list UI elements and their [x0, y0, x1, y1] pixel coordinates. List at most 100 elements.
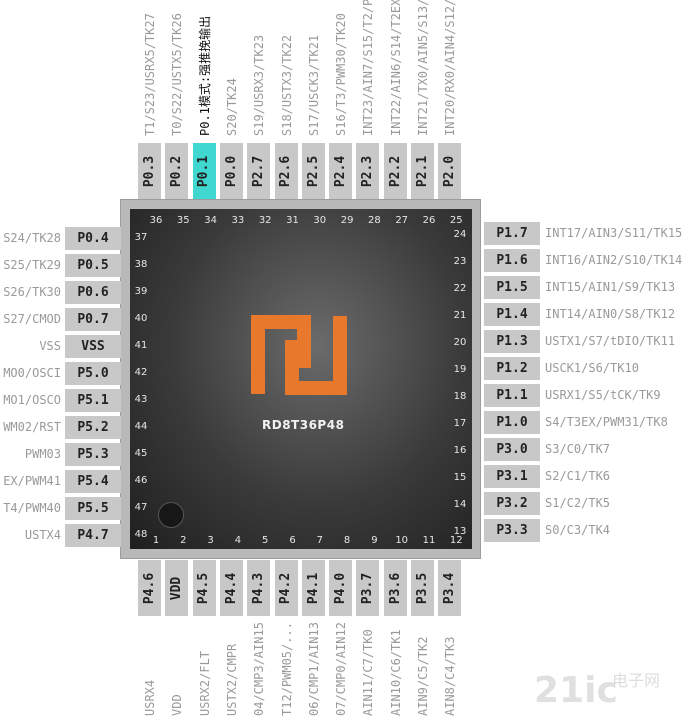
- pin-num-left-2: 39: [134, 286, 148, 297]
- pin-num-top-2: 34: [204, 215, 217, 226]
- pin-num-top-1: 35: [176, 215, 190, 226]
- pin-func-top-0: T1/S23/USRX5/TK27: [143, 13, 157, 136]
- pad-right-0: P1.7: [484, 222, 540, 245]
- chip-name: RD8T36P48: [262, 418, 345, 432]
- pin-func-bottom-11: AIN8/C4/TK3: [443, 636, 458, 716]
- pin-num-left-10: 47: [134, 502, 148, 513]
- pin-func-top-2: P0.1模式:强推挽输出: [197, 15, 212, 136]
- pad-bottom-5: P4.2: [274, 560, 298, 616]
- pad-bottom-label-1: VDD: [169, 576, 185, 600]
- pad-left-10: P5.5: [65, 497, 121, 520]
- pad-right-11: P3.3: [484, 519, 540, 542]
- pad-bottom-3: P4.4: [219, 560, 243, 616]
- pad-top-11: P2.0: [438, 143, 462, 199]
- pad-top-7: P2.4: [329, 143, 353, 199]
- pin-func-right-7: S4/T3EX/PWM31/TK8: [545, 415, 668, 429]
- pin-func-right-2: INT15/AIN1/S9/TK13: [545, 280, 676, 294]
- pad-bottom-4: P4.3: [247, 560, 271, 616]
- pin-num-top-4: 32: [258, 215, 272, 226]
- pin-func-right-10: S1/C2/TK5: [545, 496, 611, 510]
- pin-func-right-9: S2/C1/TK6: [545, 469, 611, 483]
- pin-num-bottom-5: 6: [289, 535, 296, 546]
- pin-num-right-6: 18: [453, 391, 467, 402]
- pad-top-label-2: P0.1: [196, 155, 212, 187]
- pin-num-left-5: 42: [134, 367, 148, 378]
- pin-func-left-8: PWM03: [24, 447, 61, 461]
- pin-func-top-6: S17/USCK3/TK21: [306, 34, 321, 136]
- pad-bottom-1: VDD: [165, 560, 189, 616]
- pin-num-left-1: 38: [134, 259, 148, 270]
- pin-num-top-7: 29: [340, 215, 354, 226]
- pin-num-right-5: 19: [453, 364, 467, 375]
- pin-num-right-11: 13: [453, 526, 467, 537]
- pin-num-left-0: 37: [134, 232, 148, 243]
- pin-func-top-11: INT20/RX0/AIN4/S12/T: [443, 0, 458, 136]
- pin-num-bottom-2: 3: [207, 535, 214, 546]
- pin-func-top-9: INT22/AIN6/S14/T2EX: [388, 0, 403, 136]
- pad-right-5: P1.2: [484, 357, 540, 380]
- pin-num-left-4: 41: [134, 340, 148, 351]
- pin-num-bottom-11: 12: [449, 535, 463, 546]
- pad-bottom-label-5: P4.2: [278, 572, 294, 604]
- pad-bottom-label-2: P4.5: [196, 572, 212, 604]
- pad-top-2: P0.1: [192, 143, 216, 199]
- pad-left-6: P5.1: [65, 389, 121, 412]
- pin-num-right-8: 16: [453, 445, 467, 456]
- chip-logo-icon: [251, 315, 347, 395]
- pin-func-bottom-7: 07/CMP0/AIN12: [334, 622, 349, 716]
- pad-left-9: P5.4: [65, 470, 121, 493]
- pin-num-bottom-10: 11: [422, 535, 436, 546]
- pin-func-bottom-6: 06/CMP1/AIN13: [306, 622, 321, 716]
- pad-right-3: P1.4: [484, 303, 540, 326]
- pin-num-top-5: 31: [286, 215, 299, 226]
- pad-bottom-label-11: P3.4: [442, 572, 458, 604]
- pin-num-bottom-9: 10: [395, 535, 409, 546]
- pin-func-left-9: EX/PWM41: [3, 474, 61, 488]
- pin-num-left-9: 46: [134, 475, 148, 486]
- pin-num-right-0: 24: [453, 229, 467, 240]
- pad-bottom-label-8: P3.7: [360, 572, 376, 604]
- pad-left-2: P0.6: [65, 281, 121, 304]
- pin-func-right-0: INT17/AIN3/S11/TK15: [545, 226, 683, 240]
- pad-top-label-5: P2.6: [278, 155, 294, 187]
- pin-func-left-5: MO0/OSCI: [3, 366, 61, 380]
- pad-top-6: P2.5: [301, 143, 325, 199]
- pin-func-bottom-10: AIN9/C5/TK2: [416, 636, 430, 716]
- pin-num-right-10: 14: [453, 499, 467, 510]
- pin-num-bottom-8: 9: [371, 535, 378, 546]
- pin-num-left-6: 43: [134, 394, 148, 405]
- pin-func-right-11: S0/C3/TK4: [545, 523, 611, 537]
- pin-func-right-5: USCK1/S6/TK10: [545, 361, 639, 375]
- pad-left-4: VSS: [65, 335, 121, 358]
- pin-func-top-1: T0/S22/USTX5/TK26: [170, 13, 185, 136]
- pad-right-1: P1.6: [484, 249, 540, 272]
- pin-func-bottom-1: VDD: [170, 694, 185, 716]
- pin-num-bottom-4: 5: [262, 535, 269, 546]
- pad-right-4: P1.3: [484, 330, 540, 353]
- pin-func-bottom-2: USRX2/FLT: [197, 650, 212, 716]
- pin-func-left-0: S24/TK28: [3, 231, 61, 245]
- pin-num-bottom-6: 7: [316, 535, 323, 546]
- chip-body: [130, 209, 472, 549]
- pin-func-right-6: USRX1/S5/tCK/TK9: [545, 388, 661, 402]
- pad-right-2: P1.5: [484, 276, 540, 299]
- pad-top-0: P0.3: [138, 143, 161, 199]
- pad-right-8: P3.0: [484, 438, 540, 461]
- pad-bottom-10: P3.5: [411, 560, 434, 616]
- pad-top-label-4: P2.7: [251, 155, 267, 187]
- pad-top-10: P2.1: [411, 143, 434, 199]
- pad-bottom-label-10: P3.5: [415, 572, 430, 604]
- pin-num-right-1: 23: [453, 256, 467, 267]
- pad-top-1: P0.2: [165, 143, 189, 199]
- watermark-cn: 电子网: [612, 671, 660, 690]
- pin-func-left-1: S25/TK29: [3, 258, 61, 272]
- pad-left-0: P0.4: [65, 227, 121, 250]
- pin-num-top-0: 36: [149, 215, 163, 226]
- pin-func-right-8: S3/C0/TK7: [545, 442, 611, 456]
- pin-func-left-11: USTX4: [24, 528, 61, 542]
- pad-bottom-label-4: P4.3: [251, 572, 267, 604]
- pin-num-bottom-1: 2: [180, 535, 187, 546]
- pad-right-10: P3.2: [484, 492, 540, 515]
- pin-num-right-7: 17: [453, 418, 467, 429]
- pin-func-right-1: INT16/AIN2/S10/TK14: [545, 253, 683, 267]
